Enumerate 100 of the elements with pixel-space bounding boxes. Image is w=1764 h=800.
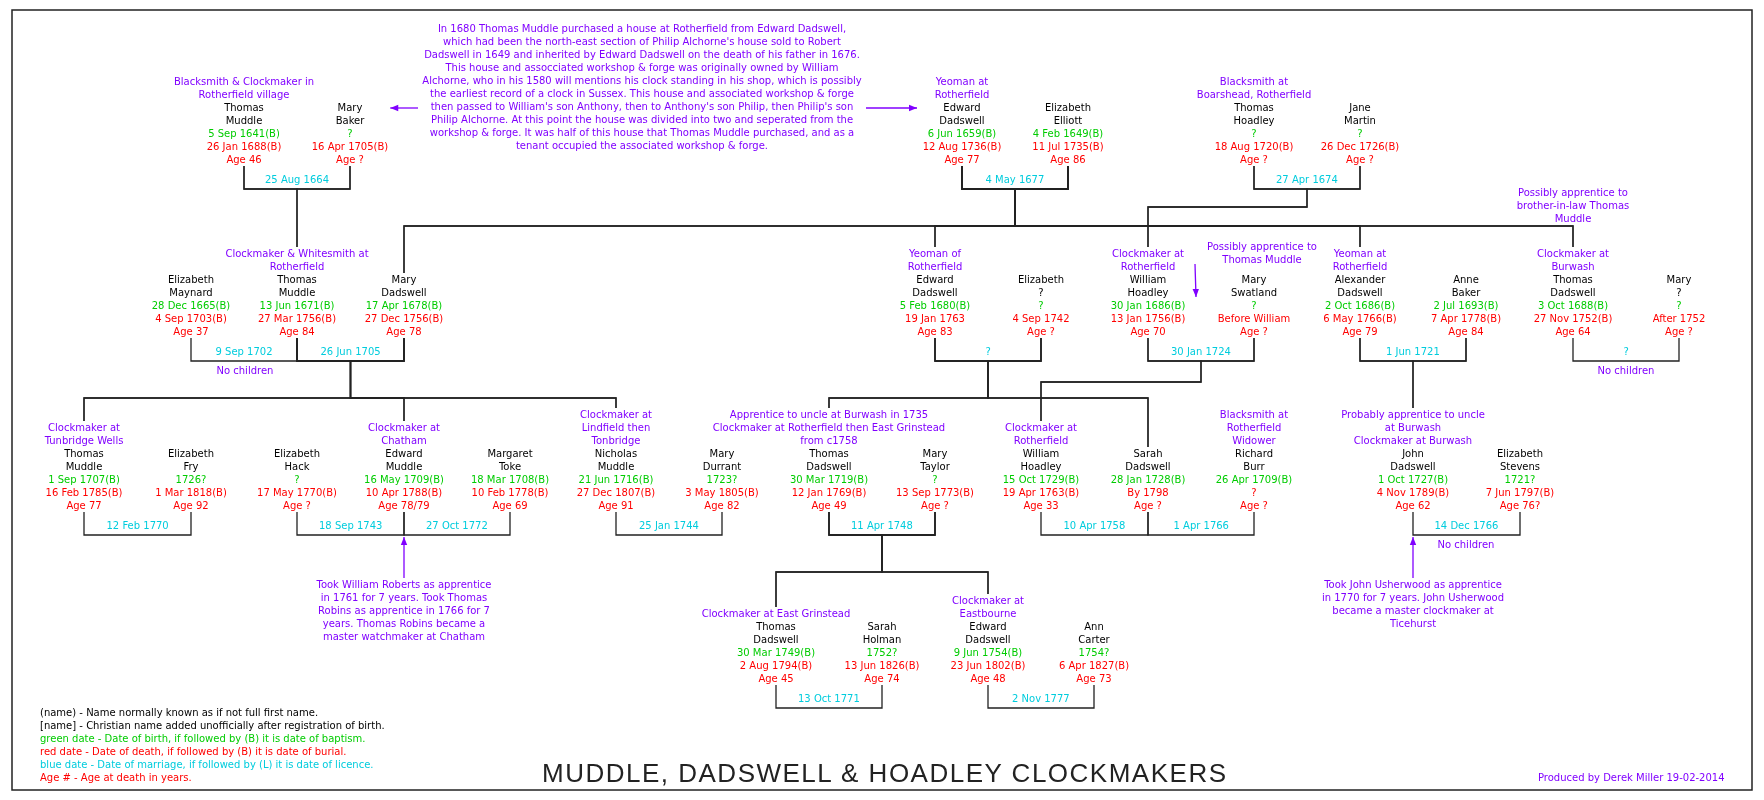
marriage-date: 13 Oct 1771 bbox=[798, 692, 860, 705]
descent-line bbox=[1412, 337, 1467, 409]
occupation-text: Clockmaker at Burwash bbox=[1352, 434, 1474, 447]
marriage-line bbox=[296, 511, 405, 536]
birth-date: 1754? bbox=[1078, 646, 1110, 659]
death-date: 13 Sep 1773(B) bbox=[896, 486, 974, 499]
age-at-death: Age ? bbox=[283, 499, 311, 512]
leader-arrow bbox=[865, 104, 918, 112]
age-at-death: Age 77 bbox=[66, 499, 102, 512]
marriage-date: 27 Oct 1772 bbox=[426, 519, 488, 532]
age-at-death: Age 37 bbox=[173, 325, 209, 338]
occupation-text: Apprentice to uncle at Burwash in 1735 Clockmaker at Rotherfield then East Grinstead from c1758 bbox=[711, 408, 947, 447]
key-text: Age # - Age at death in years. bbox=[40, 771, 192, 784]
birth-date: ? bbox=[1038, 299, 1044, 312]
birth-date: 28 Dec 1665(B) bbox=[151, 299, 231, 312]
birth-date: 3 Oct 1688(B) bbox=[1537, 299, 1609, 312]
birth-date: 15 Oct 1729(B) bbox=[1002, 473, 1080, 486]
age-at-death: Age 92 bbox=[173, 499, 209, 512]
death-date: 23 Jun 1802(B) bbox=[950, 659, 1026, 672]
birth-date: 4 Feb 1649(B) bbox=[1032, 127, 1104, 140]
marriage-date: 2 Nov 1777 bbox=[1012, 692, 1070, 705]
death-date: 12 Aug 1736(B) bbox=[922, 140, 1002, 153]
birth-date: ? bbox=[932, 473, 938, 486]
person-name: Mary Durrant bbox=[702, 447, 742, 473]
age-at-death: Age ? bbox=[336, 153, 364, 166]
descent-line bbox=[881, 511, 989, 595]
age-at-death: Age 73 bbox=[1076, 672, 1112, 685]
birth-date: 17 Apr 1678(B) bbox=[365, 299, 443, 312]
person-name: Thomas Muddle bbox=[64, 447, 104, 473]
person-name: Edward Dadswell bbox=[965, 620, 1011, 646]
age-at-death: Age 33 bbox=[1023, 499, 1059, 512]
descent-line bbox=[1040, 337, 1255, 422]
death-date: 10 Apr 1788(B) bbox=[365, 486, 443, 499]
death-date: 10 Feb 1778(B) bbox=[471, 486, 549, 499]
death-date: 17 May 1770(B) bbox=[257, 486, 337, 499]
occupation-text: Clockmaker at Rotherfield bbox=[1111, 247, 1185, 273]
no-children-note: No children bbox=[1597, 364, 1655, 377]
leader-arrow bbox=[1409, 536, 1417, 579]
person-name: Elizabeth ? bbox=[1018, 273, 1064, 299]
person-name: Edward Dadswell bbox=[939, 101, 985, 127]
marriage-date: ? bbox=[985, 345, 991, 358]
person-name: Edward Muddle bbox=[385, 447, 423, 473]
birth-date: 9 Jun 1754(B) bbox=[953, 646, 1023, 659]
death-date: 2 Aug 1794(B) bbox=[739, 659, 813, 672]
no-children-note: No children bbox=[1437, 538, 1495, 551]
marriage-date: 18 Sep 1743 bbox=[319, 519, 383, 532]
person-name: Anne Baker bbox=[1451, 273, 1481, 299]
age-at-death: Age 76? bbox=[1499, 499, 1541, 512]
age-at-death: Age ? bbox=[1665, 325, 1693, 338]
age-at-death: Age ? bbox=[1240, 325, 1268, 338]
marriage-date: 30 Jan 1724 bbox=[1171, 345, 1231, 358]
leader-arrow bbox=[400, 536, 408, 579]
birth-date: 30 Mar 1719(B) bbox=[789, 473, 869, 486]
diagram-title: MUDDLE, DADSWELL & HOADLEY CLOCKMAKERS bbox=[542, 758, 1228, 788]
person-name: Elizabeth Elliott bbox=[1045, 101, 1091, 127]
descent-line bbox=[296, 165, 351, 248]
person-name: Margaret Toke bbox=[487, 447, 533, 473]
marriage-line bbox=[190, 337, 298, 362]
key-text: blue date - Date of marriage, if followed by (L) it is date of licence. bbox=[40, 758, 374, 771]
death-date: 27 Dec 1756(B) bbox=[364, 312, 444, 325]
key-text: green date - Date of birth, if followed by (B) it is date of baptism. bbox=[40, 732, 366, 745]
birth-date: 1752? bbox=[866, 646, 898, 659]
age-at-death: Age 77 bbox=[944, 153, 980, 166]
person-name: Elizabeth Hack bbox=[274, 447, 320, 473]
birth-date: 1721? bbox=[1504, 473, 1536, 486]
occupation-text: Clockmaker & Whitesmith at Rotherfield bbox=[224, 247, 370, 273]
occupation-text: Clockmaker at East Grinstead bbox=[701, 607, 851, 620]
key-text: red date - Date of death, if followed by (B) it is date of burial. bbox=[40, 745, 347, 758]
death-date: 27 Dec 1807(B) bbox=[576, 486, 656, 499]
birth-date: 1 Sep 1707(B) bbox=[48, 473, 120, 486]
death-date: 1 Mar 1818(B) bbox=[155, 486, 227, 499]
death-date: After 1752 bbox=[1652, 312, 1706, 325]
death-date: 13 Jun 1826(B) bbox=[844, 659, 920, 672]
person-name: Mary Baker bbox=[335, 101, 365, 127]
note-text: In 1680 Thomas Muddle purchased a house at Rotherfield from Edward Dadswell, which had been the north-east section of Philip Alchorne's house sold to Robert Dadswell in 1649 and inherited by Edward Dadswell on the death of his father in 1676. This house and assocciated workshop & forge was originally owned by William Alchorne, who in his 1580 will mentions his clock standing in his shop, which is possibly the earliest record of a clock in Sussex. This house and associated workshop & forge then passed to William's son Anthony, then to Anthony's son Philip, then Philip's son Philip Alchorne. At this point the house was divided into two and seperated from the workshop & forge. It was half of this house that Thomas Muddle purchased, and as a tenant occupied the associated workshop & forge. bbox=[422, 22, 862, 152]
descent-line bbox=[987, 337, 1149, 448]
death-date: 18 Aug 1720(B) bbox=[1214, 140, 1294, 153]
marriage-line bbox=[403, 511, 511, 536]
occupation-text: Blacksmith at Rotherfield Widower bbox=[1218, 408, 1290, 447]
birth-date: ? bbox=[1676, 299, 1682, 312]
death-date: 12 Jan 1769(B) bbox=[791, 486, 867, 499]
age-at-death: Age 45 bbox=[758, 672, 794, 685]
birth-date: 5 Sep 1641(B) bbox=[208, 127, 280, 140]
birth-date: 28 Jan 1728(B) bbox=[1110, 473, 1186, 486]
birth-date: ? bbox=[294, 473, 300, 486]
birth-date: ? bbox=[1357, 127, 1363, 140]
age-at-death: Age 84 bbox=[1448, 325, 1484, 338]
age-at-death: Age 84 bbox=[279, 325, 315, 338]
person-name: Elizabeth Stevens bbox=[1497, 447, 1543, 473]
marriage-date: 9 Sep 1702 bbox=[215, 345, 273, 358]
person-name: Nicholas Muddle bbox=[594, 447, 638, 473]
death-date: 3 May 1805(B) bbox=[685, 486, 759, 499]
person-name: William Hoadley bbox=[1020, 447, 1062, 473]
person-name: Sarah Holman bbox=[862, 620, 902, 646]
birth-date: ? bbox=[1251, 127, 1257, 140]
age-at-death: Age 74 bbox=[864, 672, 900, 685]
occupation-text: Clockmaker at Tunbridge Wells bbox=[43, 421, 125, 447]
birth-date: 16 May 1709(B) bbox=[364, 473, 444, 486]
death-date: By 1798 bbox=[1127, 486, 1169, 499]
occupation-text: Clockmaker at Rotherfield bbox=[1004, 421, 1078, 447]
